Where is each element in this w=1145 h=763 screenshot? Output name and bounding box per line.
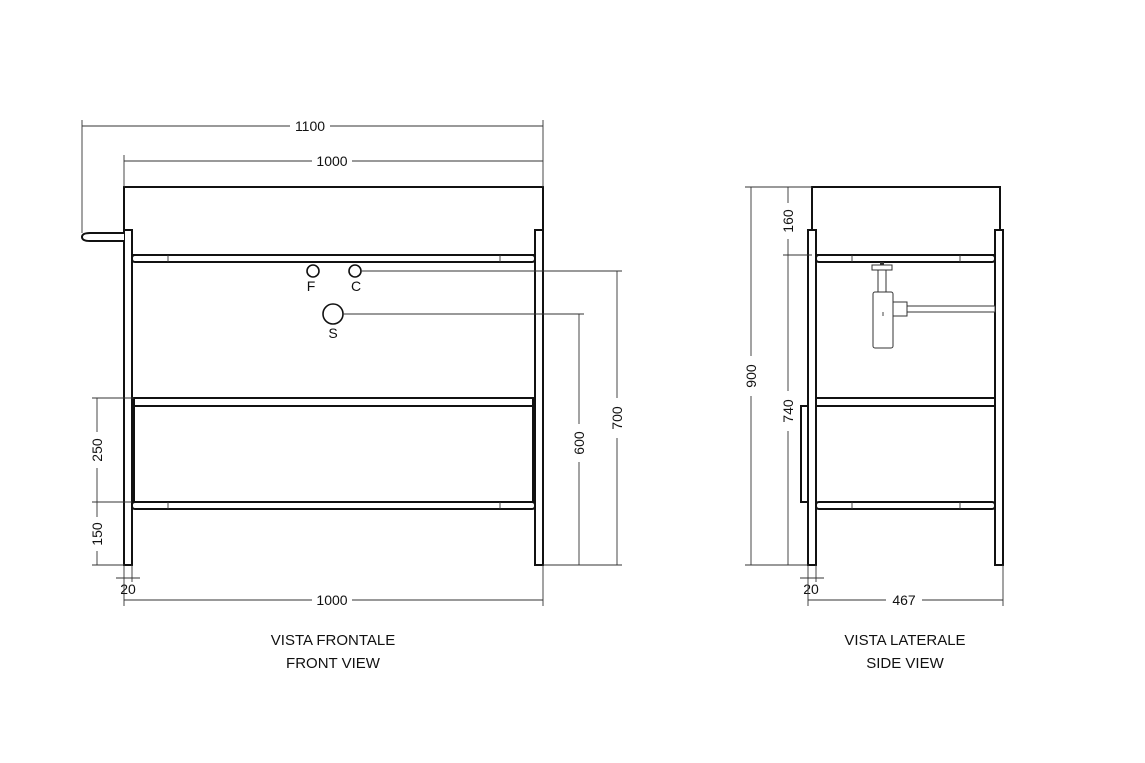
dim-150-label: 150: [89, 522, 105, 546]
side-lower-rail: [815, 501, 996, 510]
side-caption-en: SIDE VIEW: [866, 655, 944, 672]
dim-900-label: 900: [743, 364, 759, 388]
front-right-leg: [534, 229, 544, 566]
towel-hook: [80, 232, 124, 242]
drain-label: S: [328, 325, 337, 341]
side-drawer-front: [800, 405, 809, 503]
dim-leg-width: 20: [116, 565, 140, 597]
dim-600-label: 600: [571, 431, 587, 455]
hot-label: C: [351, 278, 361, 294]
dim-drawer-height: 250: [89, 397, 134, 503]
side-drawer-top: [815, 397, 996, 407]
hot-water-marker: [348, 264, 362, 278]
dim-height-drain: 600: [343, 313, 587, 565]
dim-base-height: 150: [89, 502, 124, 566]
dim-depth: 467: [807, 565, 1004, 608]
front-left-leg: [123, 229, 133, 566]
front-view: F C S 1100 1000 1000: [80, 118, 625, 672]
front-caption-it: VISTA FRONTALE: [271, 632, 395, 649]
dim-overall-width: 1100: [81, 118, 544, 233]
drain-marker: [322, 303, 344, 325]
dim-20-front-label: 20: [120, 581, 136, 597]
drawer-top-edge: [133, 397, 534, 407]
dim-side-leg-width: 20: [800, 565, 824, 597]
dim-bottom-width: 1000: [123, 565, 544, 608]
side-caption-it: VISTA LATERALE: [844, 632, 965, 649]
cold-label: F: [307, 278, 316, 294]
dim-1000-bottom-label: 1000: [316, 592, 347, 608]
dim-250-label: 250: [89, 438, 105, 462]
side-view: 900 160 740 20 467 VISTA LATE: [743, 186, 1004, 672]
dim-467-label: 467: [892, 592, 916, 608]
cold-water-marker: [306, 264, 320, 278]
dim-leg-height: 740: [780, 255, 796, 565]
front-upper-rail: [131, 254, 536, 263]
dim-height-tap: 700: [361, 270, 625, 566]
dim-700-label: 700: [609, 406, 625, 430]
dim-740-label: 740: [780, 399, 796, 423]
side-upper-rail: [815, 254, 996, 263]
front-caption-en: FRONT VIEW: [286, 655, 381, 672]
dim-total-height: 900: [743, 186, 812, 566]
siphon: [871, 262, 996, 349]
front-drawer: [133, 405, 534, 503]
dim-1100-label: 1100: [295, 118, 325, 134]
front-basin: [123, 186, 544, 256]
dim-1000-top-label: 1000: [316, 153, 347, 169]
front-lower-rail: [131, 501, 536, 510]
dim-160-label: 160: [780, 209, 796, 233]
side-back-leg: [994, 229, 1004, 566]
side-basin: [811, 186, 1001, 256]
side-front-leg: [807, 229, 817, 566]
dim-top-width: 1000: [123, 153, 543, 187]
dim-20-side-label: 20: [803, 581, 819, 597]
